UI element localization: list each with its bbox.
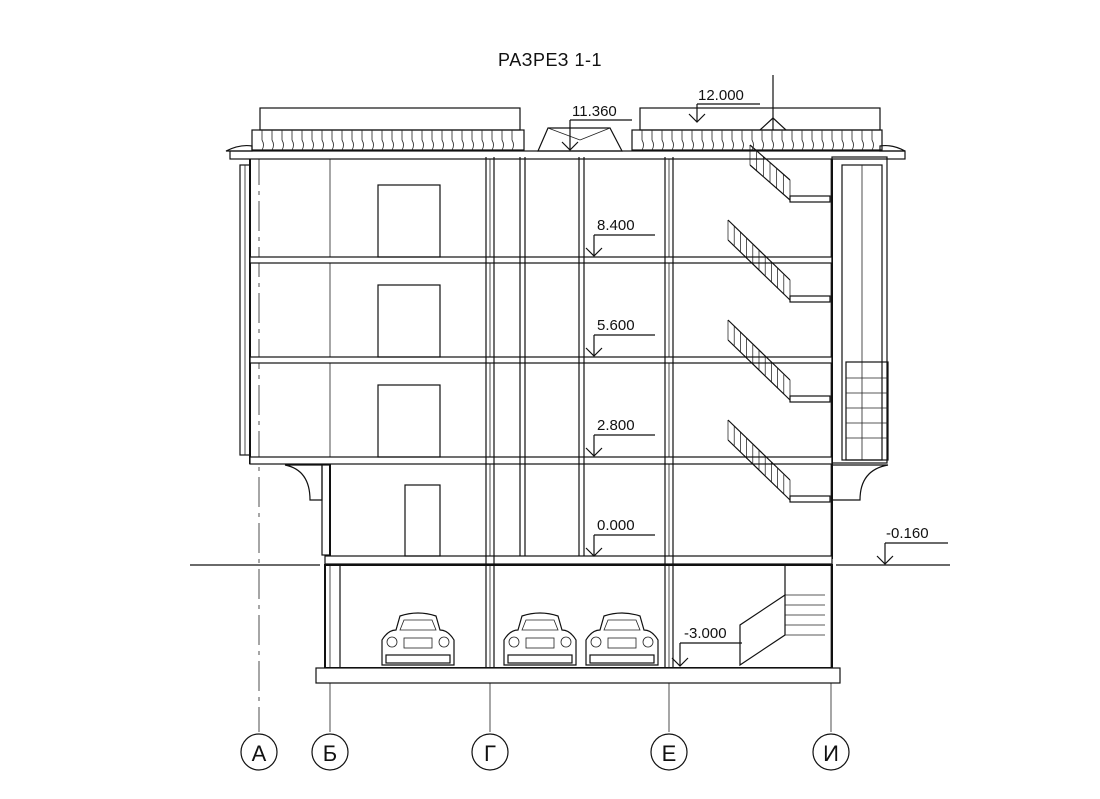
level-label: 12.000 [698, 87, 744, 104]
car-icon [503, 612, 577, 666]
level-mark-0000: 0.000 [585, 517, 655, 557]
level-mark-8400: 8.400 [585, 217, 655, 257]
building-section [225, 75, 906, 684]
axis-bubble-g: Г [471, 733, 509, 771]
level-mark-minus-0160: -0.160 [876, 525, 948, 565]
car-group [381, 612, 659, 666]
drawing-title: РАЗРЕЗ 1-1 [498, 50, 602, 70]
axis-label: Е [662, 741, 677, 766]
level-mark-12000: 12.000 [688, 87, 760, 123]
axis-bubble-b: Б [311, 733, 349, 771]
level-mark-11360: 11.360 [561, 103, 632, 151]
level-mark-minus-3000: -3.000 [671, 625, 742, 667]
level-mark-2800: 2.800 [585, 417, 655, 457]
axis-bubble-i: И [812, 733, 850, 771]
car-icon [585, 612, 659, 666]
axis-label: Б [323, 741, 337, 766]
level-label: 8.400 [597, 217, 635, 234]
level-mark-5600: 5.600 [585, 317, 655, 357]
level-label: 5.600 [597, 317, 635, 334]
axis-lines [258, 155, 832, 732]
axis-bubble-a: А [240, 733, 278, 771]
axis-label: А [252, 741, 267, 766]
level-label: 0.000 [597, 517, 635, 534]
axis-bubble-e: Е [650, 733, 688, 771]
level-label: 2.800 [597, 417, 635, 434]
axis-label: Г [484, 741, 496, 766]
level-label: -0.160 [886, 525, 929, 542]
level-label: 11.360 [572, 103, 617, 120]
axis-label: И [823, 741, 839, 766]
level-label: -3.000 [684, 625, 727, 642]
car-icon [381, 612, 455, 666]
